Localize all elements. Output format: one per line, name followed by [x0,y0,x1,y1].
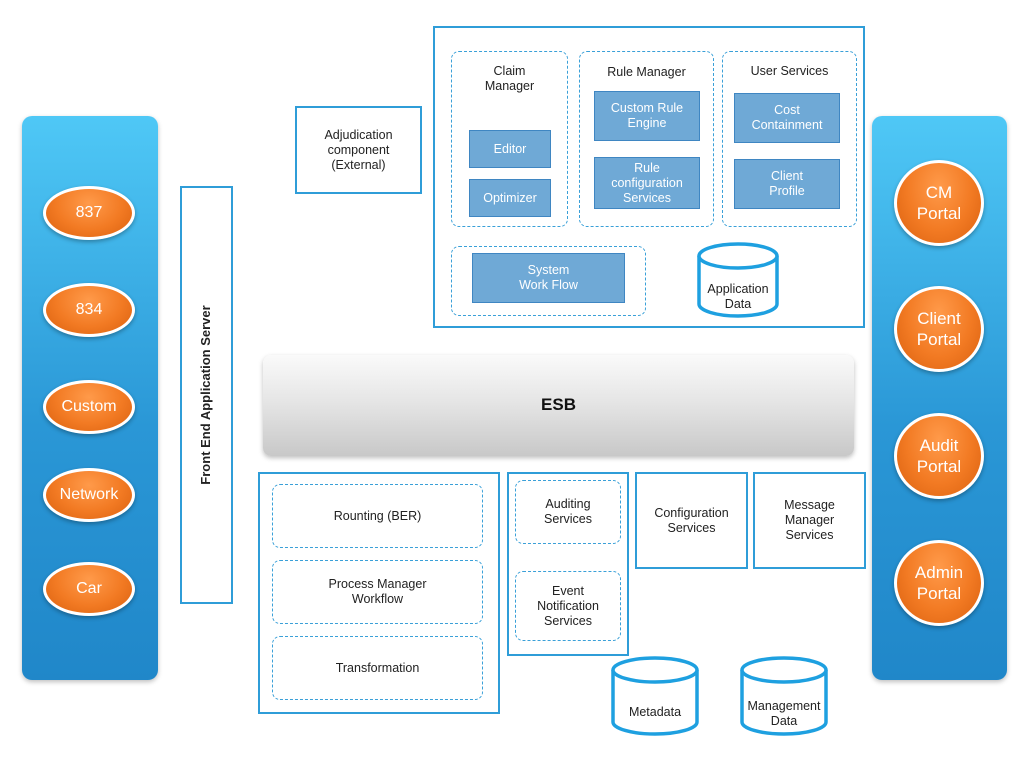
auditing-services-box[interactable]: Auditing Services [515,480,621,544]
adjudication-component[interactable]: Adjudication component (External) [295,106,422,194]
editor-box[interactable]: Editor [469,130,551,168]
transformation-box[interactable]: Transformation [272,636,483,700]
claim-manager-title: Claim Manager [484,64,535,93]
rule-configuration-services-box[interactable]: Rule configuration Services [594,157,700,209]
application-data-database-icon [697,242,779,318]
optimizer-box[interactable]: Optimizer [469,179,551,217]
cost-containment-box[interactable]: Cost Containment [734,93,840,143]
source-node-car[interactable]: Car [43,562,135,616]
audit-portal[interactable]: Audit Portal [894,413,984,499]
source-node-custom[interactable]: Custom [43,380,135,434]
rule-manager-title: Rule Manager [607,64,686,79]
cm-portal[interactable]: CM Portal [894,160,984,246]
event-notification-services-box[interactable]: Event Notification Services [515,571,621,641]
metadata-database-icon [611,656,699,736]
configuration-services-box[interactable]: Configuration Services [635,472,748,569]
client-portal[interactable]: Client Portal [894,286,984,372]
front-end-app-server-box[interactable] [180,186,233,604]
user-services-title: User Services [750,63,829,78]
source-node-network[interactable]: Network [43,468,135,522]
metadata-label: Metadata [628,704,682,719]
process-manager-workflow-box[interactable]: Process Manager Workflow [272,560,483,624]
source-node-837[interactable]: 837 [43,186,135,240]
message-manager-services-box[interactable]: Message Manager Services [753,472,866,569]
routing-ber-box[interactable]: Rounting (BER) [272,484,483,548]
admin-portal[interactable]: Admin Portal [894,540,984,626]
management-data-label: Management Data [747,699,821,728]
application-data-label: Application Data [707,282,769,311]
front-end-app-server-label: Front End Application Server [198,305,214,485]
management-data-database-icon [740,656,828,736]
esb-bus[interactable]: ESB [263,355,854,456]
custom-rule-engine-box[interactable]: Custom Rule Engine [594,91,700,141]
client-profile-box[interactable]: Client Profile [734,159,840,209]
system-workflow-box[interactable]: System Work Flow [472,253,625,303]
source-node-834[interactable]: 834 [43,283,135,337]
